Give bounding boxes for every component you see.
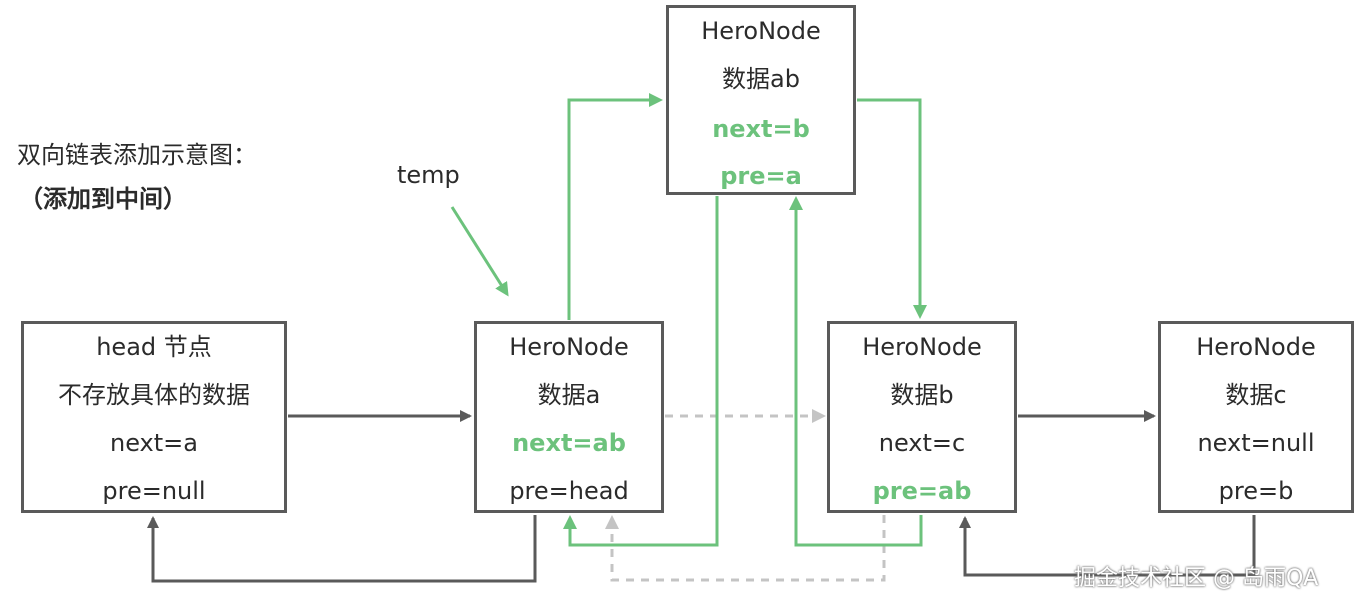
node-b-type: HeroNode xyxy=(862,333,982,361)
watermark: 掘金技术社区 @ 岛雨QA xyxy=(1074,566,1319,591)
arrow-a-pre-head xyxy=(147,515,537,583)
node-a: HeroNode 数据a next=ab pre=head xyxy=(474,321,664,513)
node-b-next: next=c xyxy=(878,429,966,457)
arrow-old-b-pre-a xyxy=(605,515,886,582)
node-head-pre: pre=null xyxy=(102,477,206,505)
node-a-pre: pre=head xyxy=(509,477,629,505)
temp-label: temp xyxy=(397,161,460,189)
node-ab-pre: pre=a xyxy=(720,162,802,190)
node-a-data: 数据a xyxy=(537,381,601,409)
caption-title: 双向链表添加示意图： xyxy=(17,141,257,169)
node-head-label: head 节点 xyxy=(96,333,212,361)
arrow-ab-next-b xyxy=(857,98,927,319)
arrow-temp-pointer xyxy=(450,206,509,297)
node-ab-type: HeroNode xyxy=(701,17,821,45)
node-head-description: 不存放具体的数据 xyxy=(58,381,250,409)
node-ab-data: 数据ab xyxy=(722,65,800,93)
node-c-data: 数据c xyxy=(1225,381,1287,409)
node-head-next: next=a xyxy=(110,429,198,457)
node-b: HeroNode 数据b next=c pre=ab xyxy=(827,321,1017,513)
node-c-type: HeroNode xyxy=(1196,333,1316,361)
node-a-type: HeroNode xyxy=(509,333,629,361)
caption-subtitle: （添加到中间） xyxy=(19,185,187,213)
node-a-next: next=ab xyxy=(512,429,626,457)
node-c: HeroNode 数据c next=null pre=b xyxy=(1158,321,1354,513)
node-ab: HeroNode 数据ab next=b pre=a xyxy=(666,5,856,195)
arrow-a-next-ab xyxy=(567,93,663,320)
node-c-next: next=null xyxy=(1197,429,1315,457)
node-ab-next: next=b xyxy=(712,115,810,143)
node-c-pre: pre=b xyxy=(1218,477,1294,505)
node-b-data: 数据b xyxy=(890,381,954,409)
node-b-pre: pre=ab xyxy=(872,477,972,505)
node-head: head 节点 不存放具体的数据 next=a pre=null xyxy=(21,321,287,513)
